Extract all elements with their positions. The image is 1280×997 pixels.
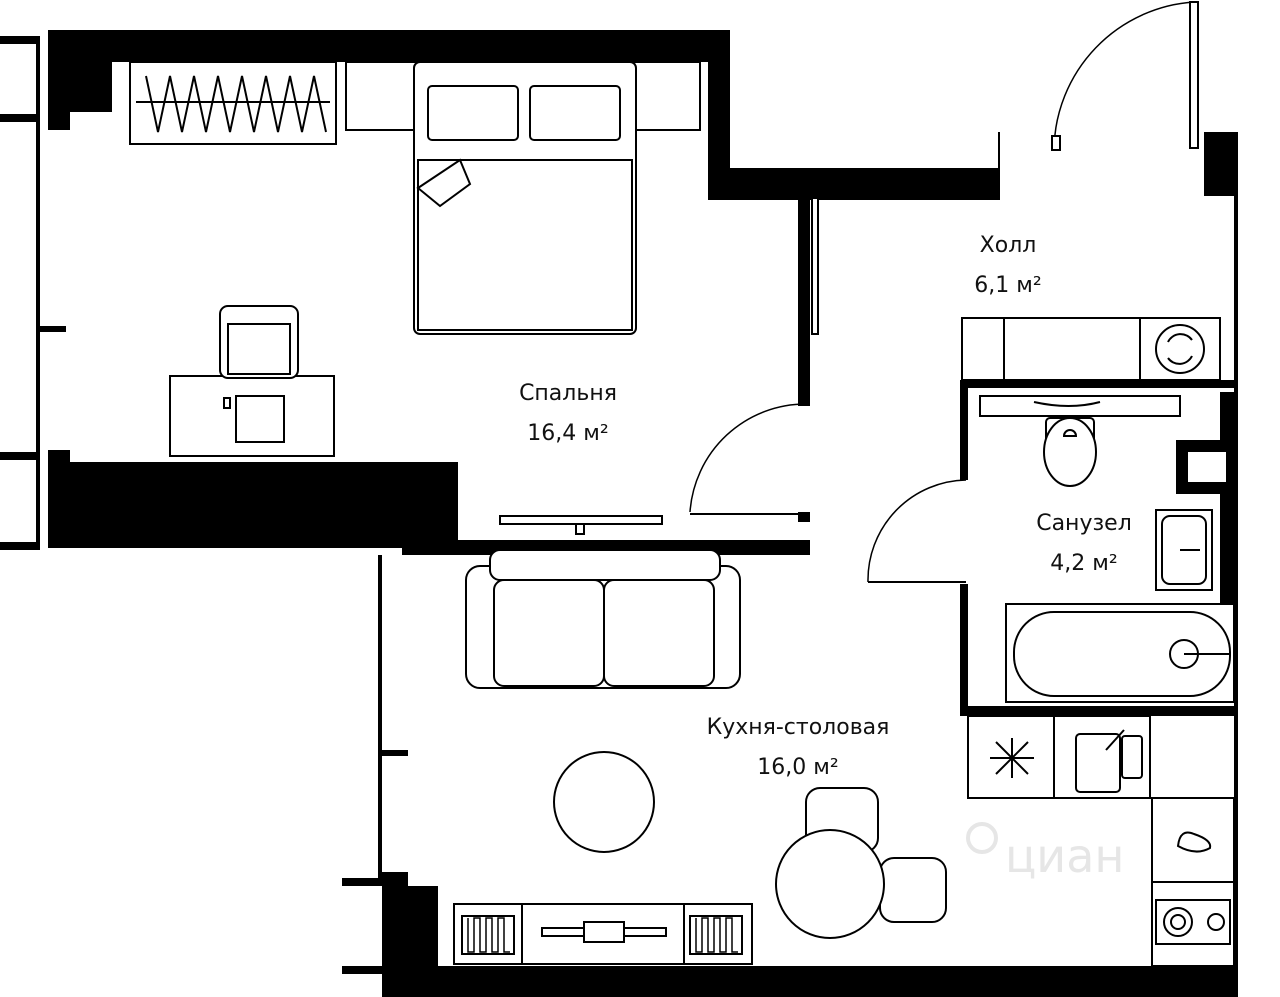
wall-bedroom-bottom [48, 450, 810, 555]
shaft-inner [1188, 452, 1226, 482]
sofa-back [489, 549, 721, 581]
tv [499, 515, 663, 525]
walls [0, 30, 1238, 997]
kitchen-sink-icon [1075, 733, 1121, 793]
wall-kitchen-window [378, 555, 382, 885]
pillow-icon [529, 85, 621, 141]
dining-table [775, 829, 885, 939]
oven-icon [1176, 831, 1212, 853]
bedroom-furniture [129, 61, 701, 535]
kitchen-sink-basin [1121, 735, 1143, 779]
wardrobe-hangers-icon [145, 75, 327, 133]
bedroom-area: 16,4 м² [527, 421, 608, 446]
books-icon [689, 915, 743, 955]
washing-machine-drum [1167, 333, 1193, 365]
room-labels: Спальня 16,4 м² Холл 6,1 м² Санузел 4,2 … [519, 233, 1132, 780]
door-stop [1051, 135, 1061, 151]
window-tick [0, 452, 40, 460]
window-tick [0, 542, 40, 550]
toilet-seat [1062, 429, 1078, 437]
kitchen-name: Кухня-столовая [707, 715, 890, 740]
hall-area: 6,1 м² [974, 273, 1041, 298]
wall-kitchen-bottom [382, 872, 1238, 997]
kitchen-furniture [453, 549, 1235, 967]
closet-slider [811, 197, 819, 335]
wall-left-thin [36, 40, 40, 550]
kitchen-faucet-icon [1105, 729, 1125, 751]
entrance-door-swing [1053, 1, 1195, 149]
blanket-fold [416, 158, 472, 208]
pillow-icon [427, 85, 519, 141]
wall-bath-left [960, 380, 968, 480]
wall-bath-left-lower [960, 584, 968, 716]
fridge-icon [990, 738, 1034, 778]
kitchen-area: 16,0 м² [757, 755, 838, 780]
window-tick [0, 114, 40, 122]
bath-shelf-curve [1033, 401, 1101, 407]
books-icon [461, 915, 515, 955]
window-mullion [36, 326, 66, 332]
hall-furniture [961, 317, 1221, 381]
sofa-cushion [603, 579, 715, 687]
entrance-door-leaf [1189, 1, 1199, 149]
window-tick [0, 36, 40, 44]
hall-name: Холл [980, 233, 1037, 258]
chair-seat [227, 323, 291, 375]
laptop-icon [235, 395, 285, 443]
burner-ring [1170, 914, 1186, 930]
wall-bath-top [960, 380, 1238, 388]
blanket [417, 159, 633, 331]
window-mullion [382, 750, 408, 756]
bathroom-name: Санузел [1036, 511, 1132, 536]
burner-icon [1207, 913, 1225, 931]
wall-top [112, 30, 708, 62]
doors [689, 1, 1199, 583]
mouse-icon [223, 397, 231, 409]
books-lines [695, 917, 738, 953]
bedroom-door-swing [689, 403, 807, 513]
dining-chair-icon [879, 857, 947, 923]
watermark-logo-icon [966, 822, 998, 854]
washing-machine-icon [1155, 324, 1205, 374]
wall-right [1204, 132, 1238, 997]
sofa-cushion [493, 579, 605, 687]
tv-stand [575, 523, 585, 535]
window-tick [342, 966, 382, 974]
watermark: циан [966, 822, 1124, 883]
watermark-text: циан [1005, 829, 1124, 883]
bathroom-furniture [979, 395, 1235, 703]
coffee-table [553, 751, 655, 853]
tv-base [583, 921, 625, 943]
bedroom-name: Спальня [519, 381, 617, 406]
wall-partition [798, 196, 810, 406]
books-lines [467, 917, 510, 953]
wall-bath-bottom [960, 706, 1238, 716]
toilet-icon [1043, 417, 1097, 487]
bathroom-door-swing [867, 479, 967, 583]
bathroom-area: 4,2 м² [1050, 551, 1117, 576]
window-tick [342, 878, 382, 886]
